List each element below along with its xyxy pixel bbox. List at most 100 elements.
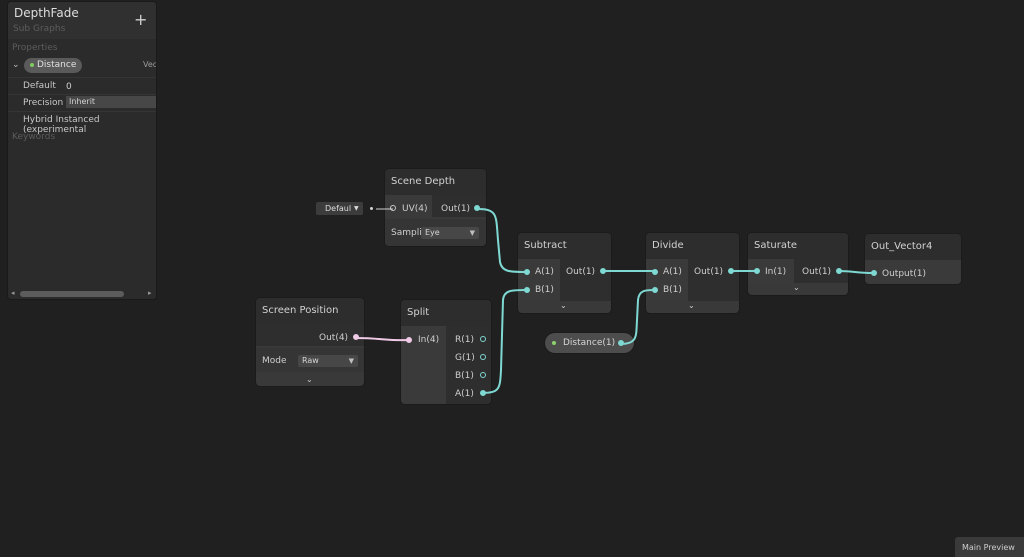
port-label-out: Out(4) <box>319 333 349 343</box>
node-split[interactable]: Split In(4) R(1) G(1) B(1) A(1) <box>401 300 491 404</box>
uv-default-dropdown[interactable]: Defaul ▼ <box>316 202 363 215</box>
node-saturate[interactable]: Saturate In(1) Out(1) ⌄ <box>748 233 848 295</box>
port-label-output: Output(1) <box>882 269 927 279</box>
port-label-r: R(1) <box>455 335 475 345</box>
blackboard-title: DepthFade <box>14 6 79 20</box>
port-b[interactable] <box>652 287 658 293</box>
node-title: Screen Position <box>262 305 339 316</box>
port-label-b: B(1) <box>535 285 554 295</box>
expand-chevron-icon[interactable]: ⌄ <box>306 375 313 384</box>
port-a[interactable] <box>652 269 658 275</box>
node-screen-position[interactable]: Screen Position Out(4) Mode Raw▼ ⌄ <box>256 298 364 386</box>
property-pill-distance[interactable]: Distance <box>24 58 82 73</box>
port-label-a: A(1) <box>455 389 474 399</box>
property-dot-icon <box>30 63 34 67</box>
precision-dropdown[interactable]: Inherit <box>66 96 156 108</box>
node-title: Divide <box>652 240 684 251</box>
port-out[interactable] <box>618 340 624 346</box>
expand-chevron-icon[interactable]: ⌄ <box>560 301 567 310</box>
port-in[interactable] <box>754 268 760 274</box>
port-out[interactable] <box>836 268 842 274</box>
port-label-a: A(1) <box>535 267 554 277</box>
divider <box>8 77 156 78</box>
main-preview-label: Main Preview <box>962 543 1015 552</box>
port-uv[interactable] <box>390 205 396 211</box>
input-ports <box>865 260 961 284</box>
keywords-section-label: Keywords <box>12 132 56 142</box>
port-label-out: Out(1) <box>441 204 471 214</box>
port-out[interactable] <box>474 205 480 211</box>
node-title: Split <box>407 307 430 318</box>
output-ports <box>432 195 486 217</box>
expand-chevron-icon[interactable]: ⌄ <box>688 301 695 310</box>
port-b[interactable] <box>524 287 530 293</box>
port-in[interactable] <box>406 337 412 343</box>
port-label-in: In(4) <box>418 335 440 345</box>
node-distance-property[interactable]: Distance(1) <box>545 333 634 353</box>
hybrid-instanced-label[interactable]: Hybrid Instanced (experimental <box>23 115 100 135</box>
port-out[interactable] <box>600 268 606 274</box>
port-label-b: B(1) <box>663 285 682 295</box>
mode-label: Mode <box>262 356 287 366</box>
main-preview-panel[interactable]: Main Preview <box>955 537 1024 557</box>
output-ports <box>688 259 739 301</box>
node-title: Saturate <box>754 240 798 251</box>
property-type: Vec <box>143 60 157 69</box>
node-title: Subtract <box>524 240 567 251</box>
node-title-bar[interactable]: Scene Depth <box>385 169 486 195</box>
properties-section-label: Properties <box>12 43 58 53</box>
port-out[interactable] <box>353 334 359 340</box>
port-label-a: A(1) <box>663 267 682 277</box>
divider <box>8 111 156 112</box>
output-ports <box>256 324 364 346</box>
port-output[interactable] <box>871 270 877 276</box>
node-title-bar[interactable]: Split <box>401 300 491 326</box>
sampling-label: Samplin <box>391 228 428 238</box>
blackboard-panel: DepthFade Sub Graphs + Properties ⌄ Dist… <box>7 1 157 300</box>
port-label-g: G(1) <box>455 353 475 363</box>
port-label-out: Out(1) <box>802 267 832 277</box>
node-scene-depth[interactable]: Scene Depth UV(4) Out(1) Samplin Eye▼ <box>385 169 486 246</box>
blackboard-header <box>8 2 156 39</box>
property-dot-icon <box>552 341 556 345</box>
default-value-field[interactable]: 0 <box>66 82 72 92</box>
port-label-in: In(1) <box>765 267 787 277</box>
chevron-down-icon[interactable]: ⌄ <box>12 60 20 70</box>
port-label-out: Out(1) <box>566 267 596 277</box>
uv-default-port <box>370 207 373 210</box>
divider <box>8 94 156 95</box>
node-title: Scene Depth <box>391 176 456 187</box>
node-subtract[interactable]: Subtract A(1) B(1) Out(1) ⌄ <box>518 233 611 313</box>
port-label-uv: UV(4) <box>402 204 428 214</box>
node-title: Out_Vector4 <box>871 241 933 252</box>
port-b[interactable] <box>480 372 486 378</box>
node-title-bar[interactable]: Subtract <box>518 233 611 259</box>
dropdown-arrow-icon: ▼ <box>348 357 354 365</box>
port-r[interactable] <box>480 336 486 342</box>
port-label-b: B(1) <box>455 371 474 381</box>
node-title-bar[interactable]: Saturate <box>748 233 848 259</box>
scroll-left-icon[interactable]: ◂ <box>11 289 15 297</box>
output-ports <box>560 259 611 301</box>
scrollbar-thumb[interactable] <box>20 291 124 297</box>
node-title-bar[interactable]: Screen Position <box>256 298 364 324</box>
property-name: Distance <box>37 60 77 70</box>
node-out-vector4[interactable]: Out_Vector4 Output(1) <box>865 234 961 284</box>
add-property-icon[interactable]: + <box>134 10 148 29</box>
port-a[interactable] <box>480 390 486 396</box>
property-node-label: Distance(1) <box>563 338 616 348</box>
sampling-dropdown[interactable]: Eye▼ <box>421 227 479 239</box>
dropdown-arrow-icon: ▼ <box>354 205 359 212</box>
node-title-bar[interactable]: Out_Vector4 <box>865 234 961 260</box>
node-title-bar[interactable]: Divide <box>646 233 739 259</box>
port-label-out: Out(1) <box>694 267 724 277</box>
scroll-right-icon[interactable]: ▸ <box>148 289 152 297</box>
node-divide[interactable]: Divide A(1) B(1) Out(1) ⌄ <box>646 233 739 313</box>
blackboard-subtitle: Sub Graphs <box>13 24 66 34</box>
expand-chevron-icon[interactable]: ⌄ <box>793 283 800 292</box>
port-g[interactable] <box>480 354 486 360</box>
input-ports <box>385 195 432 217</box>
port-a[interactable] <box>524 269 530 275</box>
port-out[interactable] <box>728 268 734 274</box>
mode-dropdown[interactable]: Raw▼ <box>298 355 358 367</box>
